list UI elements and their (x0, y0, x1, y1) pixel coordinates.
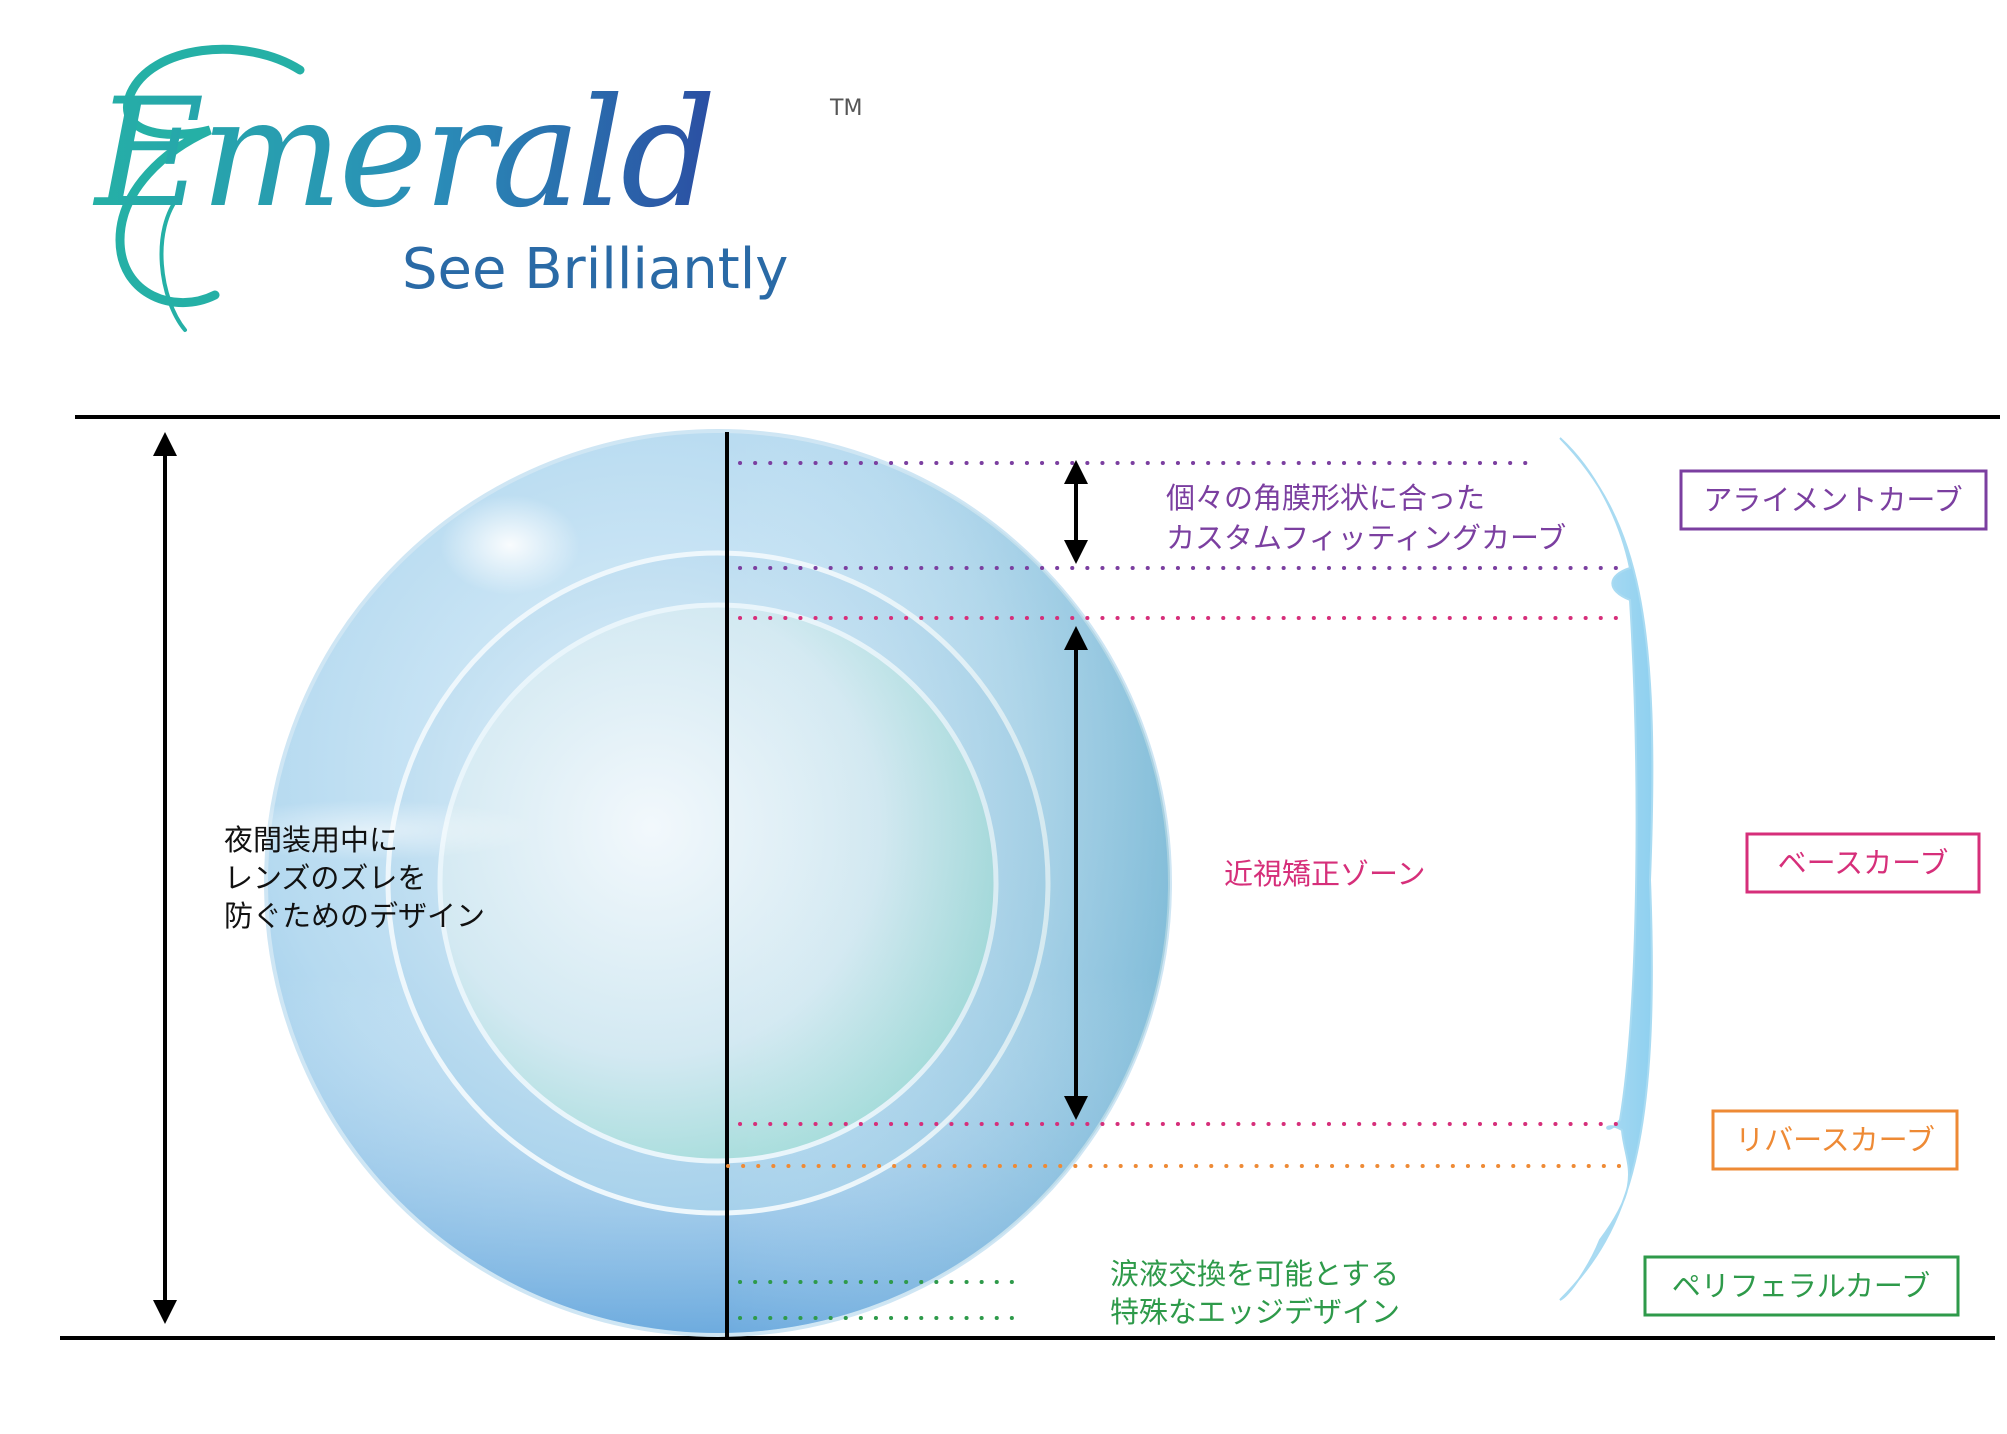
alignment-curve-label-box: アライメントカーブ (1679, 469, 1988, 531)
lens-profile-icon (1559, 437, 1654, 1301)
svg-text:夜間装用中に: 夜間装用中に (224, 823, 398, 857)
logo-e-tail-icon (159, 193, 187, 332)
svg-text:特殊なエッジデザイン: 特殊なエッジデザイン (1110, 1295, 1400, 1329)
svg-text:リバースカーブ: リバースカーブ (1735, 1123, 1935, 1157)
svg-text:レンズのズレを: レンズのズレを (224, 861, 426, 895)
svg-text:カスタムフィッティングカーブ: カスタムフィッティングカーブ (1166, 521, 1566, 555)
svg-text:防ぐためのデザイン: 防ぐためのデザイン (224, 899, 485, 933)
logo-e-swash-icon (115, 44, 305, 308)
peripheral-description: 涙液交換を可能とする 特殊なエッジデザイン (1110, 1257, 1400, 1329)
svg-text:個々の角膜形状に合った: 個々の角膜形状に合った (1166, 481, 1485, 515)
base-zone-description: 近視矯正ゾーン (1224, 857, 1426, 891)
base-curve-label-box: ベースカーブ (1745, 832, 1981, 894)
reverse-curve-label-box: リバースカーブ (1711, 1109, 1959, 1171)
peripheral-curve-label-box: ペリフェラルカーブ (1643, 1255, 1960, 1317)
emerald-logo: Emerald TM See Brilliantly (92, 44, 862, 332)
guide-lines (726, 461, 1627, 1320)
overall-description: 夜間装用中に レンズのズレを 防ぐためのデザイン (224, 823, 485, 933)
svg-text:アライメントカーブ: アライメントカーブ (1703, 483, 1962, 517)
logo-wordmark: Emerald (92, 67, 713, 241)
logo-tagline: See Brilliantly (402, 237, 788, 302)
svg-text:ペリフェラルカーブ: ペリフェラルカーブ (1672, 1269, 1930, 1303)
alignment-description: 個々の角膜形状に合った カスタムフィッティングカーブ (1166, 481, 1566, 555)
svg-text:涙液交換を可能とする: 涙液交換を可能とする (1110, 1257, 1399, 1291)
svg-text:ベースカーブ: ベースカーブ (1778, 846, 1949, 880)
logo-trademark: TM (829, 96, 862, 121)
